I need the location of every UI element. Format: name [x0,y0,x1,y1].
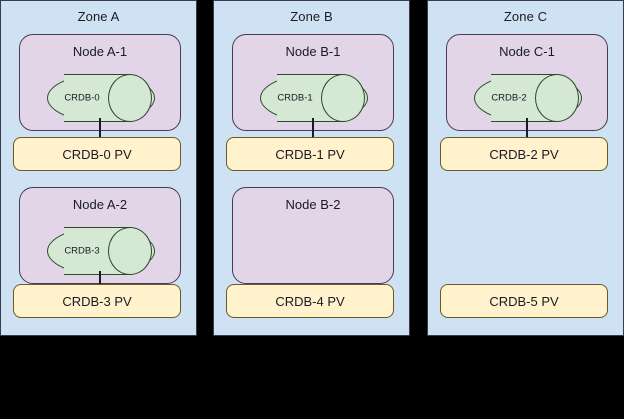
persistent-volume-box[interactable]: CRDB-5 PV [440,284,608,318]
pod-label: CRDB-1 [277,92,313,104]
database-pod-cylinder[interactable]: CRDB-0 [47,74,155,122]
node-label: Node B-2 [285,197,341,212]
pod-label: CRDB-2 [491,92,527,104]
persistent-volume-box[interactable]: CRDB-3 PV [13,284,181,318]
pod-label: CRDB-0 [64,92,100,104]
pod-to-pv-connector [99,271,101,284]
pod-to-pv-connector [312,118,314,137]
pv-label: CRDB-3 PV [62,293,132,309]
node-label: Node A-2 [72,197,128,212]
pv-label: CRDB-0 PV [62,146,132,162]
cylinder-end-cap [321,74,365,122]
node-box[interactable]: Node B-2 [232,187,394,284]
pod-to-pv-connector [526,118,528,137]
database-pod-cylinder[interactable]: CRDB-3 [47,227,155,275]
node-label: Node C-1 [499,44,555,59]
zone-title: Zone B [290,9,333,24]
cylinder-end-cap [535,74,579,122]
database-pod-cylinder[interactable]: CRDB-1 [260,74,368,122]
zone-title: Zone C [503,9,548,24]
node-label: Node B-1 [285,44,341,59]
node-label: Node A-1 [72,44,128,59]
pv-label: CRDB-4 PV [275,293,345,309]
cylinder-end-cap [108,227,152,275]
pod-label: CRDB-3 [64,245,100,257]
persistent-volume-box[interactable]: CRDB-1 PV [226,137,394,171]
persistent-volume-box[interactable]: CRDB-2 PV [440,137,608,171]
pod-to-pv-connector [99,118,101,137]
pv-label: CRDB-2 PV [489,146,559,162]
persistent-volume-box[interactable]: CRDB-0 PV [13,137,181,171]
pv-label: CRDB-1 PV [275,146,345,162]
persistent-volume-box[interactable]: CRDB-4 PV [226,284,394,318]
pv-label: CRDB-5 PV [489,293,559,309]
zone-title: Zone A [77,9,120,24]
cylinder-end-cap [108,74,152,122]
database-pod-cylinder[interactable]: CRDB-2 [474,74,582,122]
